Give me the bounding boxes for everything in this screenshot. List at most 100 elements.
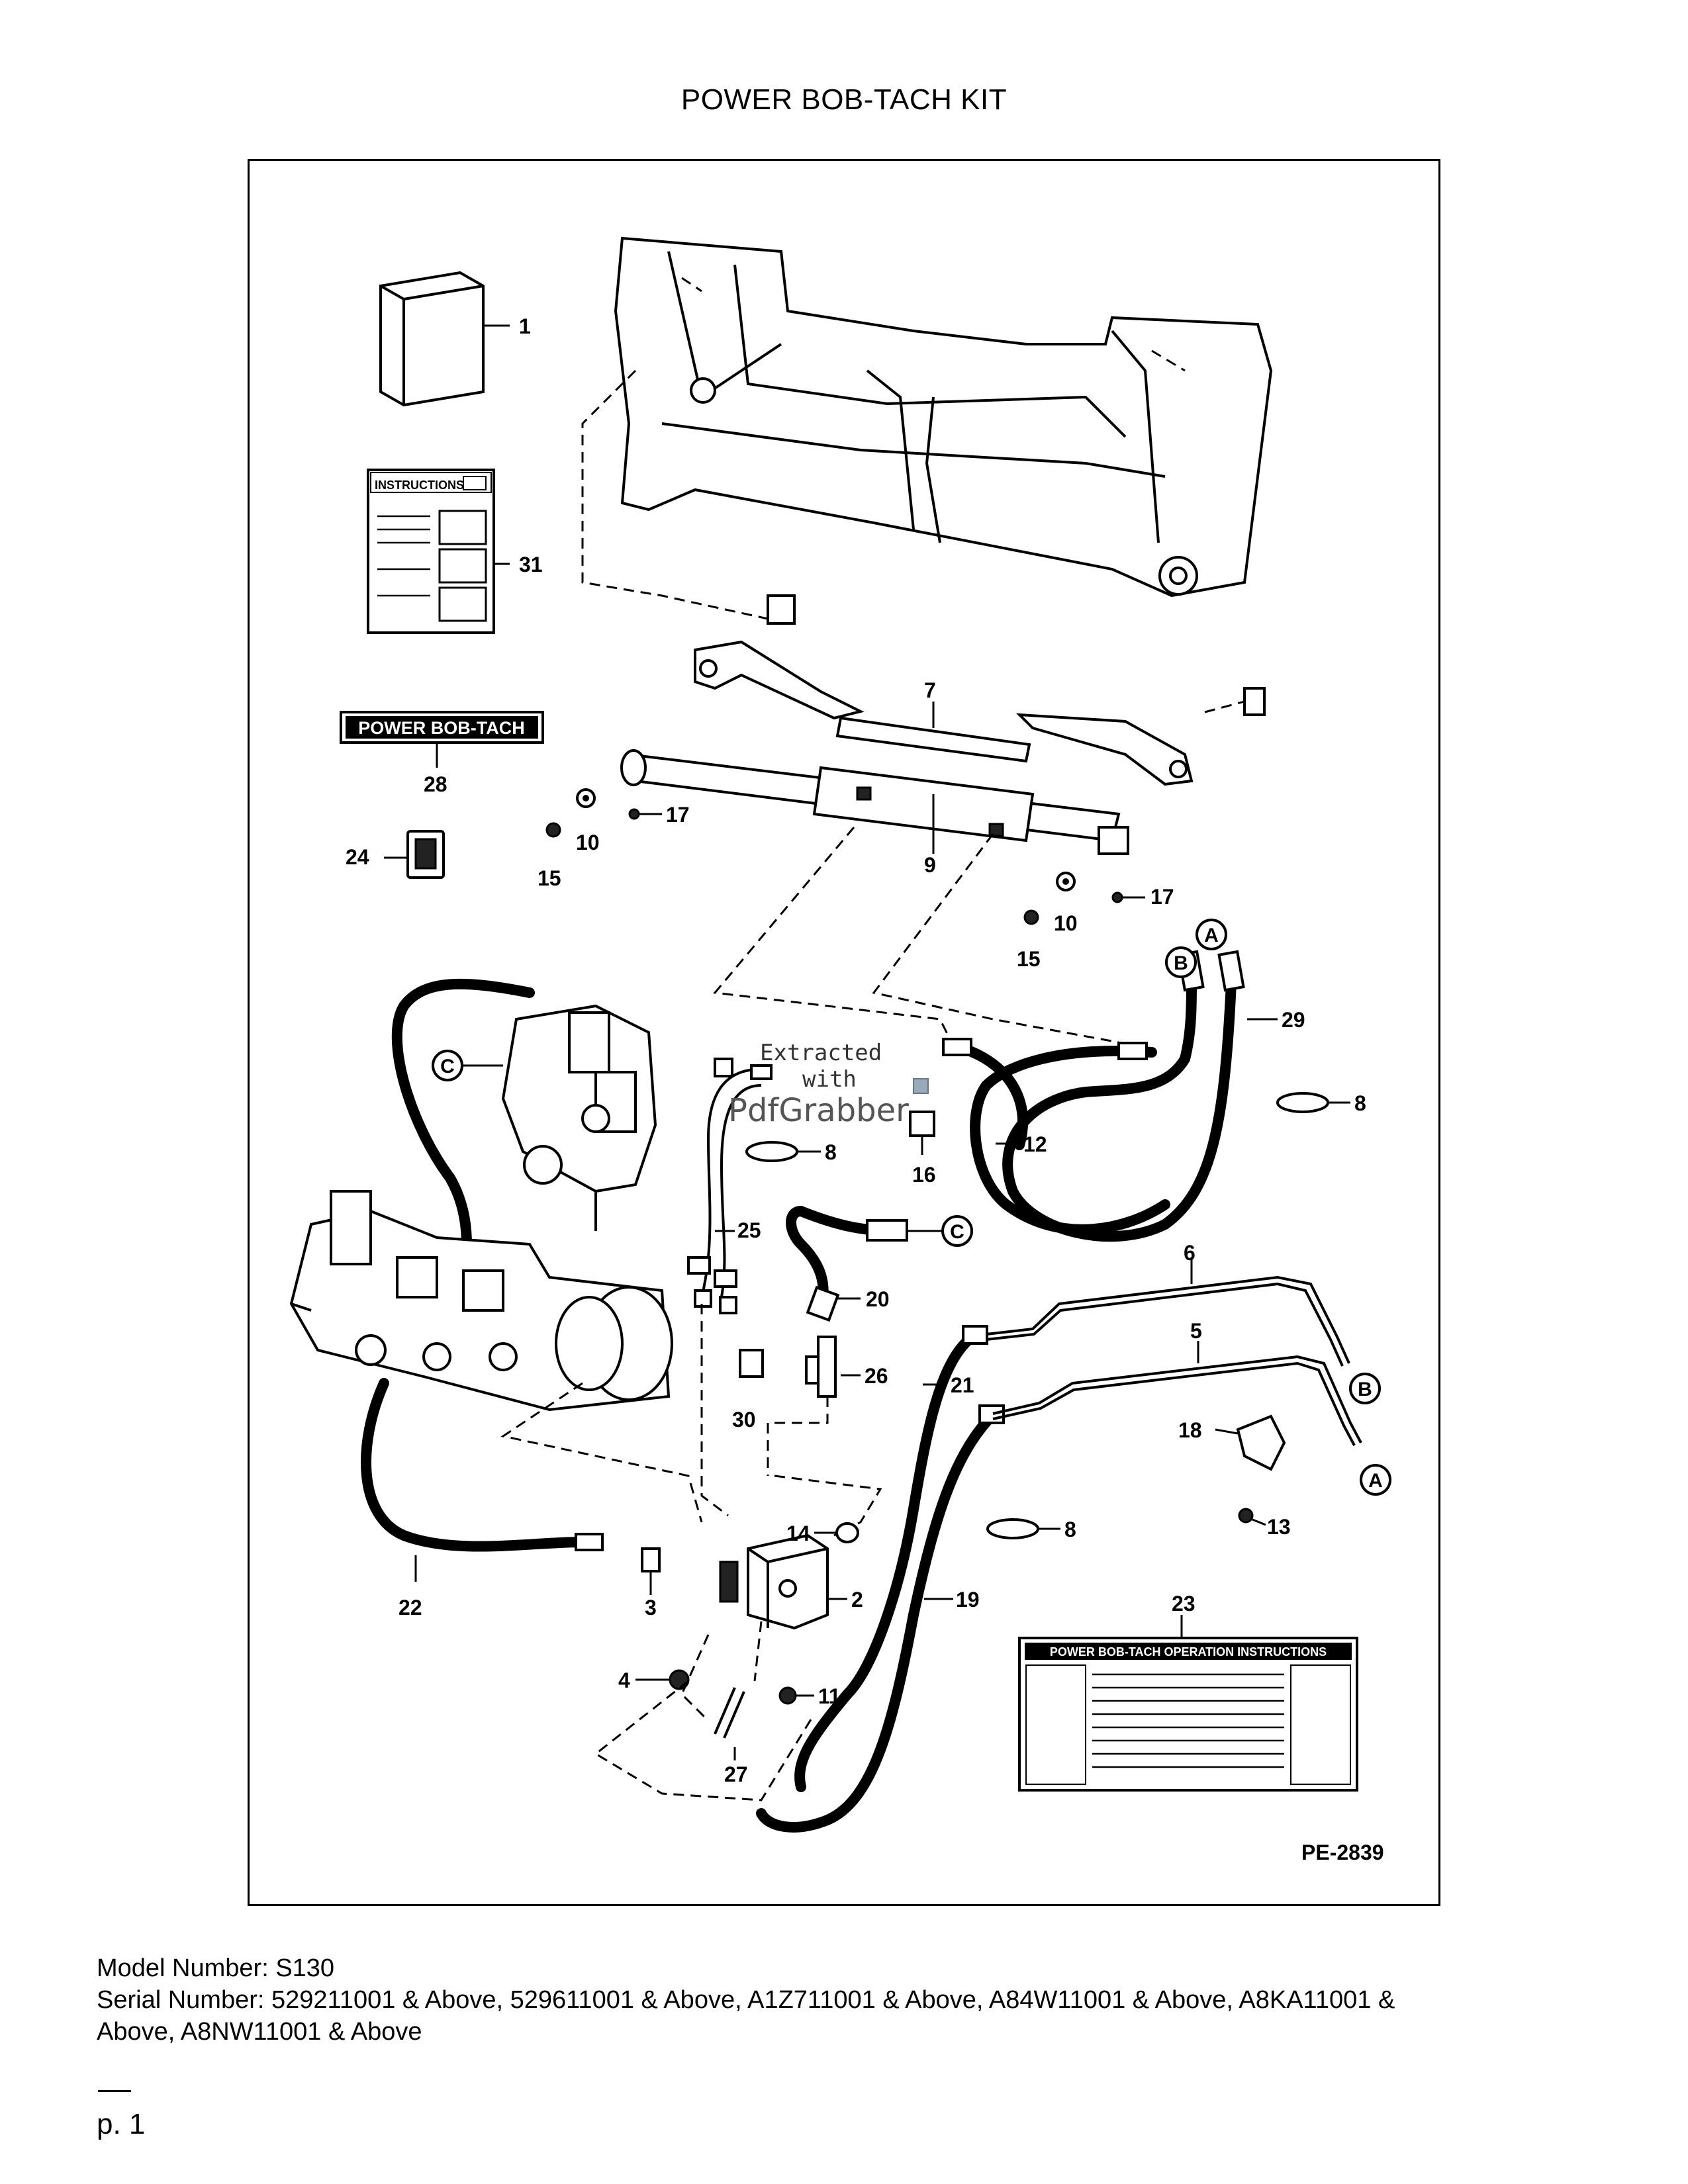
callout-10-left: 10 [576,831,600,854]
callout-8-right: 8 [1354,1091,1366,1115]
callout-17-left: 17 [666,803,690,827]
part-14-o-ring [814,1522,859,1543]
tube-6 [986,1257,1350,1367]
callout-27: 27 [724,1762,748,1786]
bob-tach-frame [614,236,1273,598]
part-16-fitting [909,1111,935,1155]
connector-b-bottom: B [1349,1373,1381,1404]
figure-code: PE-2839 [1301,1841,1384,1864]
callout-13: 13 [1267,1515,1291,1539]
callout-29: 29 [1282,1008,1305,1032]
part-31-instructions-sheet: INSTRUCTIONS [367,469,510,634]
serial-number-line-2: Above, A8NW11001 & Above [97,2018,422,2046]
part-9-cylinder [620,749,1129,855]
part-3-fitting [641,1547,661,1595]
callout-19: 19 [956,1588,980,1612]
hydraulic-valve-c [391,978,657,1302]
hose-21 [794,1325,988,1792]
connector-a-top: A [1196,919,1227,950]
connector-c-right: C [941,1215,973,1247]
callout-4: 4 [618,1668,630,1692]
svg-text:Extracted: Extracted [760,1040,882,1066]
svg-text:A: A [1368,1470,1383,1492]
callout-22: 22 [399,1596,422,1619]
hose-20 [786,1206,943,1322]
connector-b-top: B [1165,946,1197,978]
decal-28-text: POWER BOB-TACH [358,718,524,738]
callout-24: 24 [346,845,369,869]
callout-3: 3 [645,1596,657,1619]
part-13-bolt [1238,1508,1266,1526]
callout-14: 14 [786,1522,810,1545]
svg-text:C: C [950,1221,964,1243]
fasteners-right [1023,872,1145,925]
part-27-bolt [714,1687,745,1760]
part-30-cap [739,1349,764,1378]
callout-9: 9 [924,853,936,877]
callout-7: 7 [924,678,936,702]
part-18-bracket [1215,1414,1286,1471]
part-26-fitting [805,1336,861,1398]
part-1-box [379,271,510,407]
callout-23: 23 [1172,1592,1196,1615]
connector-a-bottom: A [1360,1464,1391,1496]
page-title: POWER BOB-TACH KIT [680,83,1008,116]
part-23-decal: POWER BOB-TACH OPERATION INSTRUCTIONS [1018,1615,1358,1792]
page-footer: Model Number: S130 Serial Number: 529211… [97,1952,1619,2048]
callout-12: 12 [1023,1132,1047,1156]
tube-5 [992,1341,1362,1446]
callout-31: 31 [519,553,543,576]
instructions-sheet-label: INSTRUCTIONS [375,478,464,492]
clamps-8 [745,1092,1350,1539]
callout-18: 18 [1178,1418,1202,1442]
callout-2: 2 [851,1588,863,1612]
callout-11: 11 [818,1684,841,1708]
pump-assembly [289,1190,673,1412]
callout-1: 1 [519,314,531,338]
page-number-rule [98,2090,131,2092]
pdfgrabber-watermark: Extracted with PdfGrabber [728,1040,929,1129]
callout-5: 5 [1190,1319,1202,1343]
callout-30: 30 [732,1408,756,1432]
serial-number-line-1: Serial Number: 529211001 & Above, 529611… [97,1986,1395,2014]
page-number: p. 1 [97,2108,146,2140]
left-link-arm [694,594,865,720]
svg-text:PdfGrabber: PdfGrabber [728,1092,909,1129]
model-number: Model Number: S130 [97,1954,335,1982]
decal-23-text: POWER BOB-TACH OPERATION INSTRUCTIONS [1050,1645,1327,1659]
callout-6: 6 [1184,1241,1196,1265]
svg-text:B: B [1174,952,1188,974]
harness-25 [687,1058,773,1314]
callout-15-left: 15 [538,866,561,890]
callout-labels: 1 31 28 24 7 9 17 10 15 17 10 15 29 8 12… [346,314,1366,1786]
right-link-arm [1015,687,1266,786]
part-7-cover [835,702,1031,763]
callout-28: 28 [424,772,447,796]
svg-text:C: C [440,1056,455,1077]
part-28-decal: POWER BOB-TACH [340,711,544,768]
callout-10-right: 10 [1054,911,1078,935]
hose-12 [942,1038,1170,1235]
callout-21: 21 [951,1373,974,1397]
part-2-valve-block [719,1533,847,1630]
hose-29 [1002,950,1278,1242]
part-24-switch [384,830,445,879]
fasteners-left [545,788,662,838]
svg-text:A: A [1204,925,1219,946]
callout-15-right: 15 [1017,947,1041,971]
part-11-fitting [778,1686,814,1705]
svg-text:with: with [802,1066,857,1093]
svg-text:B: B [1358,1379,1372,1400]
callout-26: 26 [865,1364,888,1388]
callout-16: 16 [912,1163,936,1187]
diagram-frame [248,159,1440,1906]
hose-19 [756,1404,1005,1833]
callout-20: 20 [866,1287,890,1311]
callout-8-lower: 8 [1064,1518,1076,1541]
hose-22 [361,1378,604,1582]
connector-c-left: C [432,1050,463,1081]
callout-8-middle: 8 [825,1140,837,1164]
callout-17-right: 17 [1150,885,1174,909]
callout-25: 25 [737,1218,761,1242]
